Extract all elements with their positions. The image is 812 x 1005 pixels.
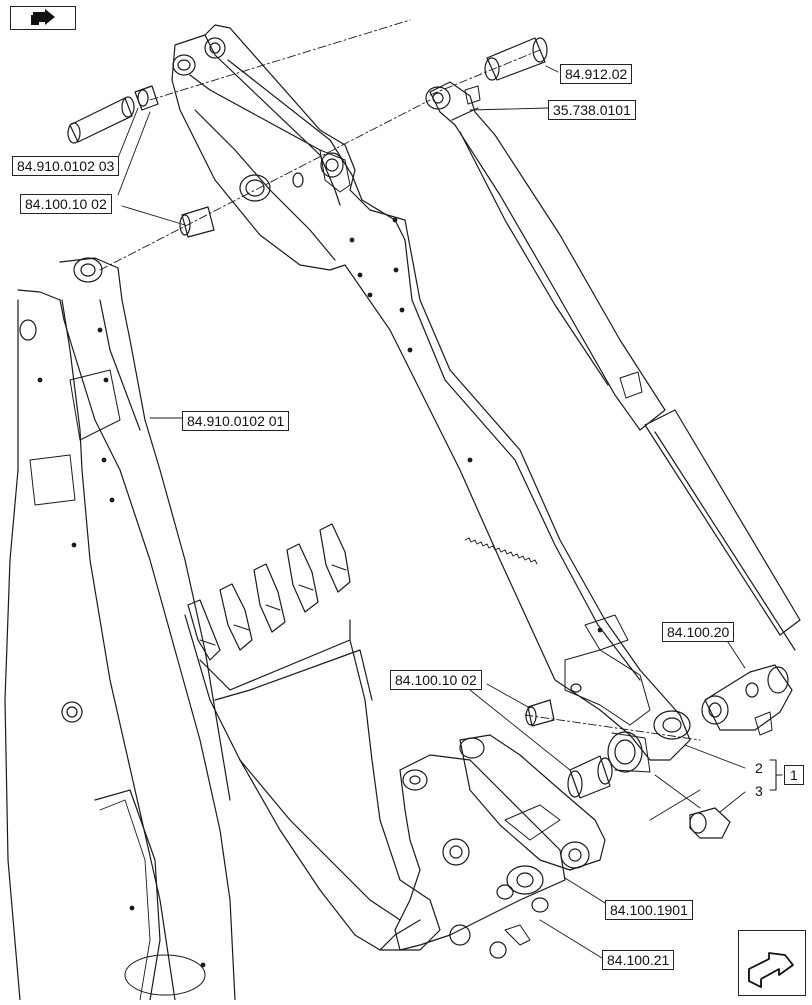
callout-84-910-0102-03[interactable]: 84.910.0102 03 xyxy=(12,156,120,176)
boom-structure xyxy=(4,257,236,1001)
kit-number-1: 1 xyxy=(784,765,804,785)
bucket xyxy=(184,523,441,951)
prev-page-arrow-icon[interactable] xyxy=(10,6,76,30)
bracket-1 xyxy=(769,759,783,791)
item-number-3: 3 xyxy=(755,783,763,799)
callout-84-100-10-02-top[interactable]: 84.100.10 02 xyxy=(20,194,112,214)
item-number-2: 2 xyxy=(755,760,763,776)
prev-page-arrow-glyph xyxy=(31,9,55,25)
next-page-arrow-glyph xyxy=(748,952,794,988)
callout-84-100-1901[interactable]: 84.100.1901 xyxy=(605,900,693,920)
next-page-arrow-icon[interactable] xyxy=(738,930,806,996)
callout-84-910-0102-01[interactable]: 84.910.0102 01 xyxy=(182,411,290,431)
bucket-teeth xyxy=(187,523,351,661)
pins-and-bushings xyxy=(67,37,651,799)
callout-84-100-10-02-bottom[interactable]: 84.100.10 02 xyxy=(390,670,482,690)
callout-84-100-20[interactable]: 84.100.20 xyxy=(662,622,735,642)
grease-fitting-group xyxy=(689,664,793,839)
leader-lines xyxy=(117,65,746,959)
alignment-axes xyxy=(99,19,701,741)
dipper-arm xyxy=(171,24,691,761)
callout-84-912-02[interactable]: 84.912.02 xyxy=(560,64,633,84)
callout-84-100-21[interactable]: 84.100.21 xyxy=(602,950,675,970)
hydraulic-cylinder xyxy=(425,81,801,651)
callout-35-738-0101[interactable]: 35.738.0101 xyxy=(548,100,636,120)
bucket-linkage xyxy=(394,734,606,959)
